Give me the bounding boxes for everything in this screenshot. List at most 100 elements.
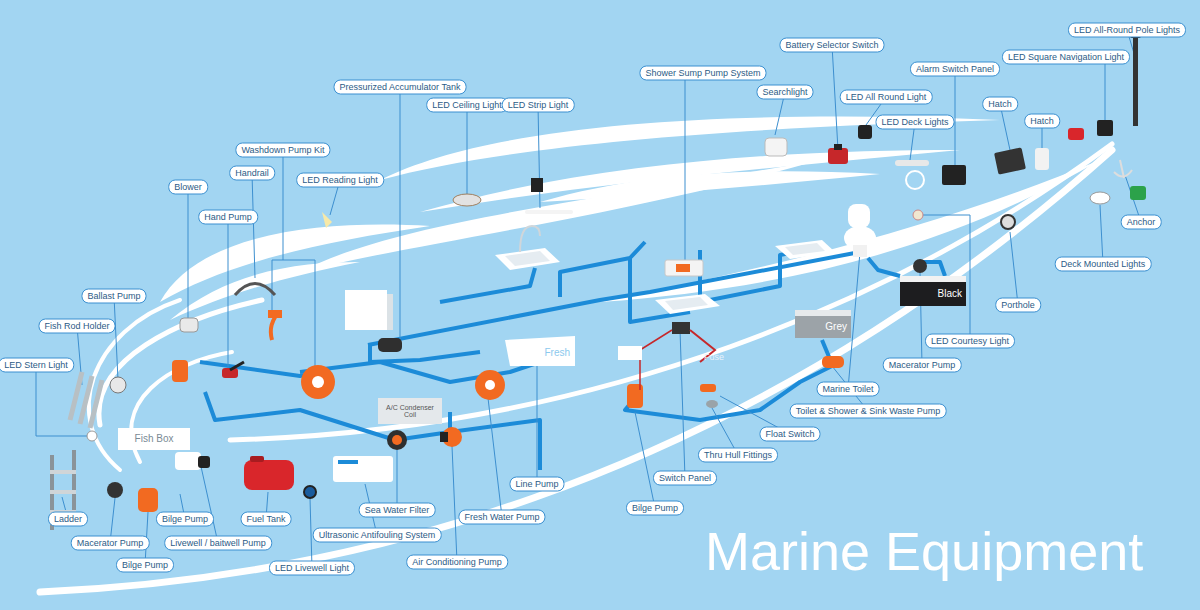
leader-line <box>832 45 838 150</box>
pipe <box>450 420 540 470</box>
callout-box: LED Reading Light <box>296 173 384 188</box>
battery-switch <box>828 148 848 164</box>
callout-box: Hand Pump <box>198 210 258 225</box>
cabinet-side <box>387 294 393 330</box>
callout-box: LED All Round Light <box>840 90 933 105</box>
anchor <box>1114 160 1132 178</box>
callout-box: Battery Selector Switch <box>779 38 884 53</box>
callout-box: Float Switch <box>759 427 820 442</box>
livewell-pump <box>175 452 201 470</box>
accumulator-cabinet <box>345 290 387 330</box>
leader-line <box>114 296 118 380</box>
washdown-pump-cap <box>312 376 324 388</box>
pipe <box>868 258 900 276</box>
callout-box: Pressurized Accumulator Tank <box>334 80 467 95</box>
tank-box: A/C Condenser Coil <box>378 398 442 424</box>
tank-box: Grey <box>795 310 851 338</box>
washdown-pump <box>301 365 335 399</box>
fish-rod-holder <box>70 372 102 428</box>
callout-text: Fish Rod Holder <box>44 321 109 331</box>
leader-line <box>488 398 502 517</box>
callout-box: LED Strip Light <box>502 98 575 113</box>
tank-box: Fresh <box>512 342 574 364</box>
swoosh <box>170 262 360 320</box>
sink <box>775 240 835 259</box>
tank-text: Black <box>938 289 962 300</box>
courtesy-light <box>913 210 923 220</box>
searchlight <box>765 138 787 156</box>
callout-box: Macerator Pump <box>883 358 962 373</box>
callout-box: LED Deck Lights <box>875 115 954 130</box>
callout-box: Fuel Tank <box>241 512 292 527</box>
callout-box: Macerator Pump <box>71 536 150 551</box>
swoosh <box>600 160 1100 302</box>
ladder-step <box>50 470 76 474</box>
callout-box: Blower <box>168 180 208 195</box>
callout-text: Ladder <box>54 514 82 524</box>
callout-text: Handrail <box>235 168 269 178</box>
callout-text: LED Strip Light <box>508 100 569 110</box>
callout-text: Line Pump <box>515 479 558 489</box>
callout-box: Ladder <box>48 512 88 527</box>
porthole <box>1001 215 1015 229</box>
callout-text: Battery Selector Switch <box>785 40 878 50</box>
callout-text: Ultrasonic Antifouling System <box>319 530 436 540</box>
leader-line <box>397 450 398 510</box>
callout-box: Searchlight <box>756 85 813 100</box>
callout-text: Hatch <box>988 99 1012 109</box>
bilge-pump <box>138 488 158 512</box>
leader-line <box>272 260 283 312</box>
callout-text: Air Conditioning Pump <box>412 557 502 567</box>
waste-pump <box>822 356 844 368</box>
blower <box>180 318 198 332</box>
shower-sump <box>665 260 703 276</box>
deck-light-strip <box>895 160 929 166</box>
ceiling-light <box>453 194 481 206</box>
callout-text: Bilge Pump <box>122 560 168 570</box>
toilet-base <box>853 245 867 257</box>
wire-label: Fuse <box>704 352 724 362</box>
callout-text: LED Stern Light <box>4 360 68 370</box>
tank-text: Grey <box>825 322 847 333</box>
callout-box: Marine Toilet <box>817 382 880 397</box>
callout-text: LED Deck Lights <box>881 117 948 127</box>
strip-light <box>525 210 573 214</box>
fuel-tank <box>244 460 294 490</box>
tank-text: A/C Condenser Coil <box>382 404 438 419</box>
callout-box: LED Stern Light <box>0 358 74 373</box>
callout-box: Handrail <box>229 166 275 181</box>
callout-text: Washdown Pump Kit <box>241 145 324 155</box>
shower-sump-pump <box>676 264 690 272</box>
callout-text: Float Switch <box>765 429 814 439</box>
helm-wheel <box>906 171 924 189</box>
leader-line <box>537 362 538 484</box>
tank-text: Fresh <box>544 348 570 359</box>
tank-box: Black <box>900 276 966 306</box>
leader-line <box>200 462 218 543</box>
callout-box: Bilge Pump <box>116 558 174 573</box>
leader-line <box>955 69 956 165</box>
pipes <box>200 242 945 470</box>
callout-box: LED All-Round Pole Lights <box>1068 23 1186 38</box>
callout-text: Anchor <box>1127 217 1156 227</box>
callout-box: Line Pump <box>509 477 564 492</box>
macerator-pump <box>913 259 927 273</box>
callout-box: Ultrasonic Antifouling System <box>313 528 442 543</box>
livewell-pump-body <box>198 456 210 468</box>
faucet <box>520 226 540 252</box>
callout-box: Fish Rod Holder <box>38 319 115 334</box>
callout-text: Toilet & Shower & Sink Waste Pump <box>796 406 941 416</box>
leader-line <box>538 105 540 208</box>
leader-line <box>1100 205 1103 264</box>
hull-line <box>230 144 1112 440</box>
callout-text: LED All-Round Pole Lights <box>1074 25 1180 35</box>
page-title: Marine Equipment <box>705 524 1143 578</box>
pipe <box>205 392 450 440</box>
callout-text: Blower <box>174 182 202 192</box>
leader-line <box>1010 232 1018 305</box>
ladder-step <box>50 490 76 494</box>
callout-box: Washdown Pump Kit <box>235 143 330 158</box>
leader-line <box>1066 57 1105 120</box>
